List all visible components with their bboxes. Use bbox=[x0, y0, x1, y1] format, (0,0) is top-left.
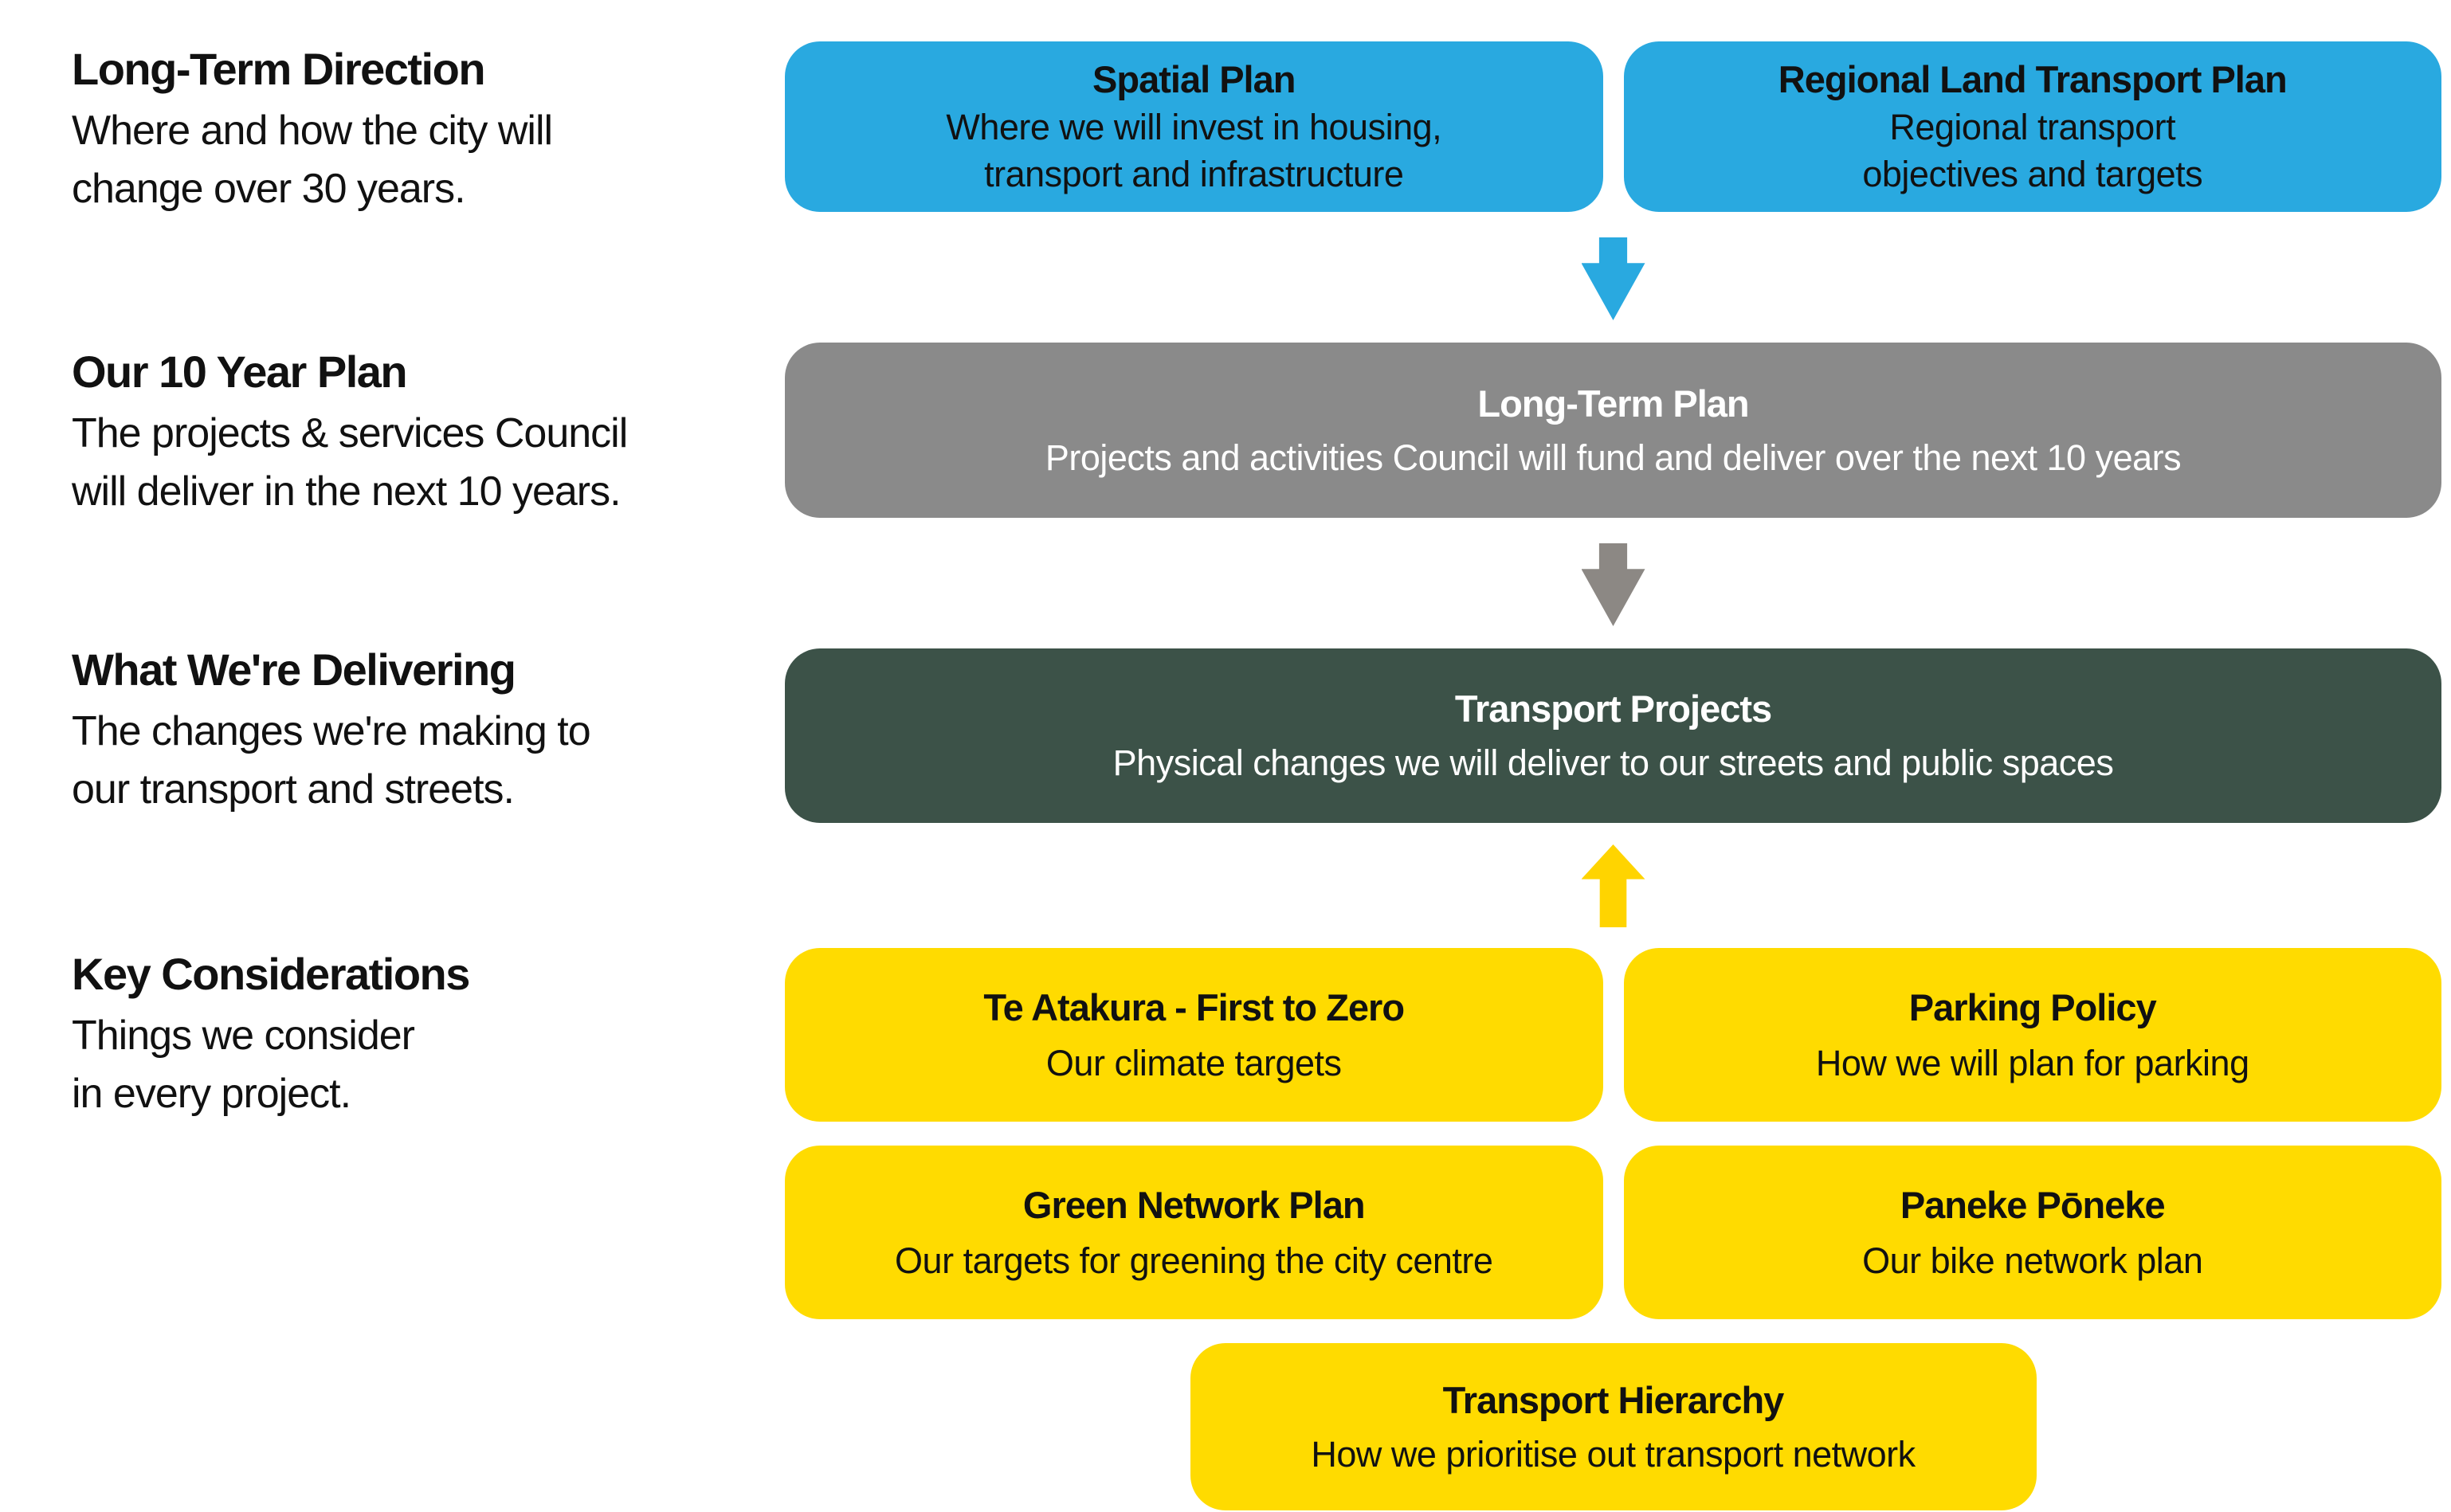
label-body: Things we consider in every project. bbox=[72, 1013, 415, 1117]
label-title: What We're Delivering bbox=[72, 644, 516, 695]
label-body: Where and how the city will change over … bbox=[72, 108, 553, 212]
arrow-row-2 bbox=[785, 543, 2441, 626]
gray-down-arrow-icon bbox=[1581, 543, 1645, 626]
label-title: Key Considerations bbox=[72, 949, 470, 999]
box-spatial-plan: Spatial Plan Where we will invest in hou… bbox=[785, 41, 1603, 212]
box-transport-hierarchy: Transport Hierarchy How we prioritise ou… bbox=[1190, 1343, 2037, 1510]
box-body: How we will plan for parking bbox=[1815, 1042, 2249, 1083]
top-row: Spatial Plan Where we will invest in hou… bbox=[785, 41, 2441, 212]
box-title: Parking Policy bbox=[1908, 985, 2157, 1028]
box-title: Te Atakura - First to Zero bbox=[983, 985, 1405, 1028]
box-parking-policy: Parking Policy How we will plan for park… bbox=[1623, 948, 2441, 1122]
row-label-long-term-direction: Long-Term Direction Where and how the ci… bbox=[72, 41, 773, 218]
box-paneke-poneke: Paneke Pōneke Our bike network plan bbox=[1623, 1146, 2441, 1319]
box-body: Where we will invest in housing, transpo… bbox=[946, 107, 1442, 194]
box-title: Long-Term Plan bbox=[1477, 382, 1749, 425]
row-label-key-considerations: Key Considerations Things we consider in… bbox=[72, 946, 773, 1123]
box-title: Transport Projects bbox=[1454, 687, 1772, 730]
label-body: The projects & services Council will del… bbox=[72, 410, 628, 515]
row-label-our-10-year-plan: Our 10 Year Plan The projects & services… bbox=[72, 344, 773, 521]
box-transport-projects: Transport Projects Physical changes we w… bbox=[785, 648, 2441, 823]
row-label-what-were-delivering: What We're Delivering The changes we're … bbox=[72, 642, 773, 819]
box-long-term-plan: Long-Term Plan Projects and activities C… bbox=[785, 343, 2441, 518]
box-title: Regional Land Transport Plan bbox=[1778, 58, 2288, 100]
box-body: Our targets for greening the city centre bbox=[895, 1240, 1493, 1281]
box-title: Transport Hierarchy bbox=[1442, 1378, 1785, 1421]
label-title: Long-Term Direction bbox=[72, 44, 486, 94]
yellow-up-arrow-icon bbox=[1581, 844, 1645, 927]
box-body: Our climate targets bbox=[1045, 1042, 1342, 1083]
left-column: Long-Term Direction Where and how the ci… bbox=[72, 0, 773, 1512]
box-te-atakura-first-to-zero: Te Atakura - First to Zero Our climate t… bbox=[785, 948, 1603, 1122]
transport-projects-row: Transport Projects Physical changes we w… bbox=[785, 648, 2441, 823]
box-title: Spatial Plan bbox=[1092, 58, 1296, 100]
box-body: Our bike network plan bbox=[1862, 1240, 2203, 1281]
transport-hierarchy-row: Transport Hierarchy How we prioritise ou… bbox=[785, 1343, 2441, 1510]
arrow-row-3 bbox=[785, 844, 2441, 927]
long-term-plan-row: Long-Term Plan Projects and activities C… bbox=[785, 343, 2441, 518]
box-title: Green Network Plan bbox=[1022, 1183, 1366, 1226]
box-body: Regional transport objectives and target… bbox=[1862, 107, 2203, 194]
arrow-row-1 bbox=[785, 237, 2441, 320]
blue-down-arrow-icon bbox=[1581, 237, 1645, 320]
considerations-row-1: Te Atakura - First to Zero Our climate t… bbox=[785, 948, 2441, 1122]
flow-column: Spatial Plan Where we will invest in hou… bbox=[785, 0, 2441, 1512]
box-title: Paneke Pōneke bbox=[1900, 1183, 2166, 1226]
considerations-row-2: Green Network Plan Our targets for green… bbox=[785, 1146, 2441, 1319]
label-title: Our 10 Year Plan bbox=[72, 347, 408, 397]
box-regional-land-transport-plan: Regional Land Transport Plan Regional tr… bbox=[1623, 41, 2441, 212]
label-body: The changes we're making to our transpor… bbox=[72, 708, 591, 813]
box-green-network-plan: Green Network Plan Our targets for green… bbox=[785, 1146, 1603, 1319]
box-body: Projects and activities Council will fun… bbox=[1045, 437, 2182, 478]
box-body: Physical changes we will deliver to our … bbox=[1112, 742, 2114, 783]
box-body: How we prioritise out transport network bbox=[1311, 1433, 1916, 1475]
